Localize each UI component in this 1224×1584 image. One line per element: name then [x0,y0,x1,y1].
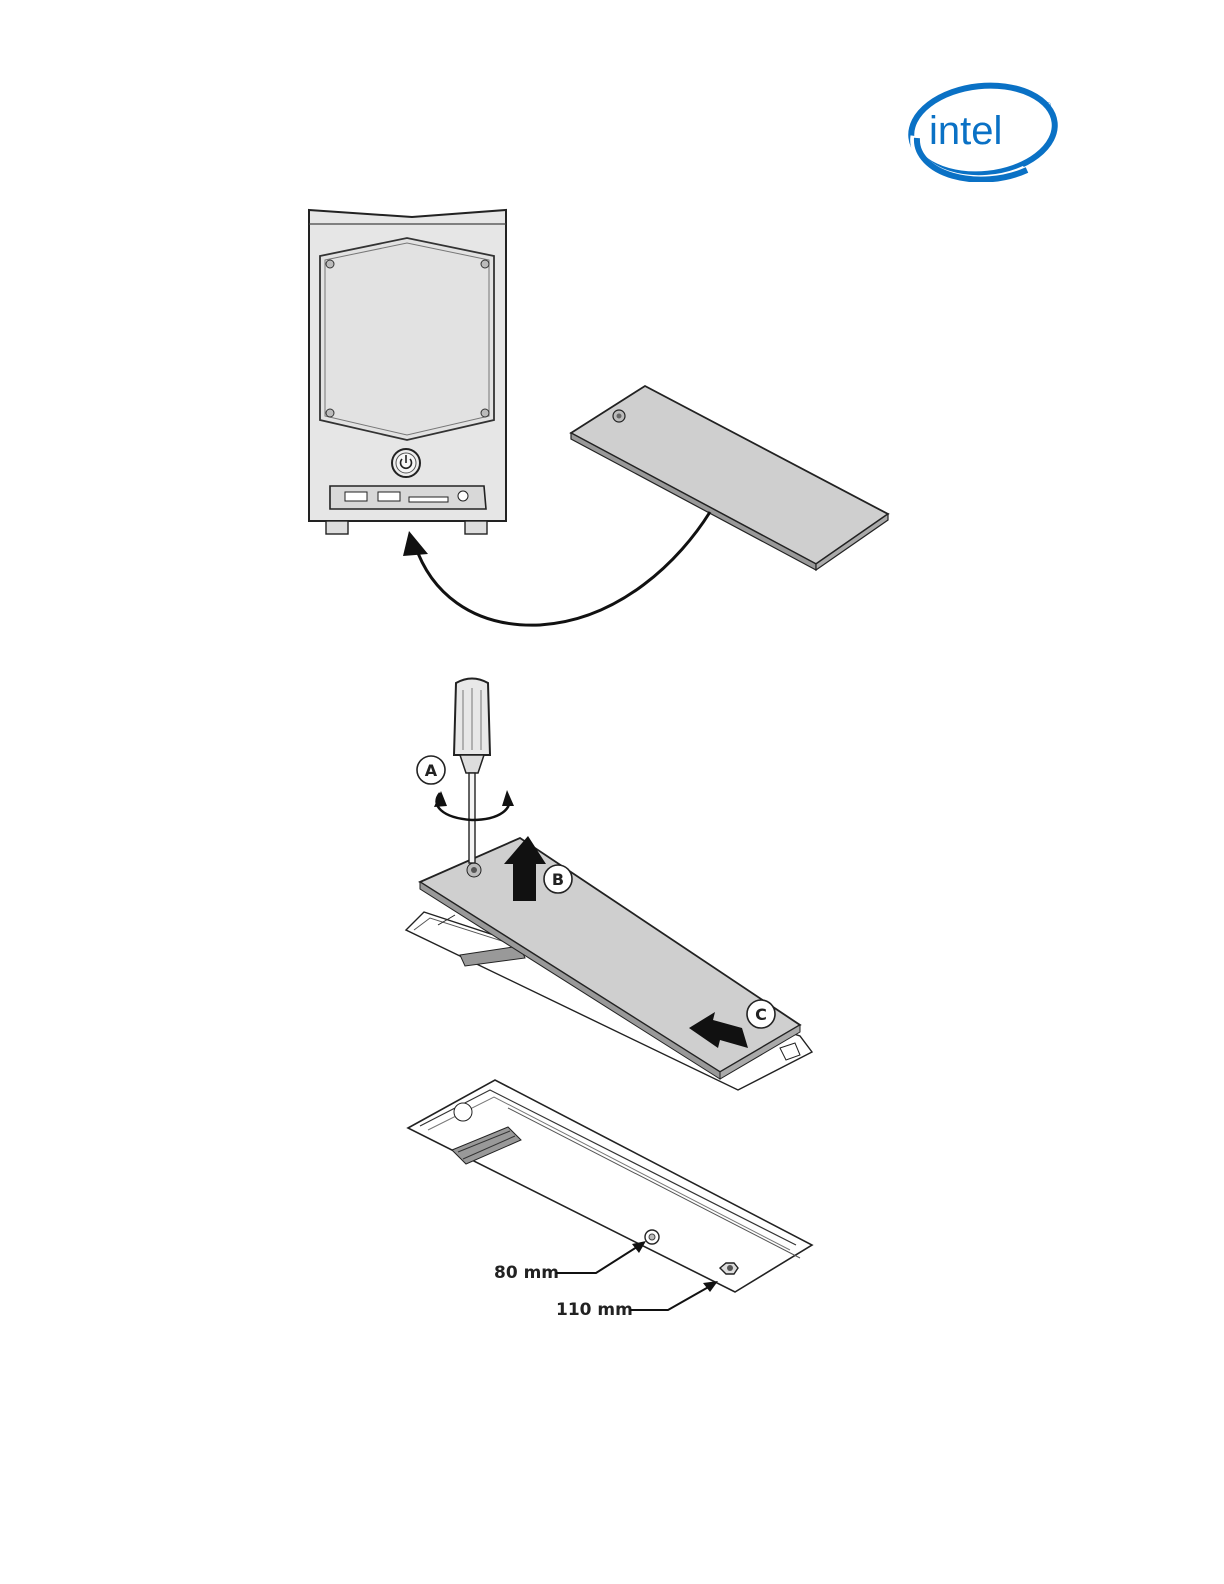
leader-80mm [556,1245,640,1273]
standoff-80mm [645,1230,659,1244]
curved-arrow [415,512,710,625]
m2-cover-panel [571,386,888,570]
screwdriver-icon [454,679,490,864]
callout-b-label: B [552,870,564,889]
m2-bay-empty [408,1080,812,1292]
callout-a-label: A [425,761,438,780]
callout-c: C [747,1000,775,1028]
callout-b: B [544,865,572,893]
power-icon [392,449,420,477]
label-80mm: 80 mm [494,1263,559,1283]
mini-pc-front [309,210,506,534]
callout-c-label: C [755,1005,767,1024]
label-110mm: 110 mm [556,1300,633,1320]
arrow-head [403,531,428,556]
leader-110mm [630,1285,712,1310]
callout-a: A [417,756,445,784]
